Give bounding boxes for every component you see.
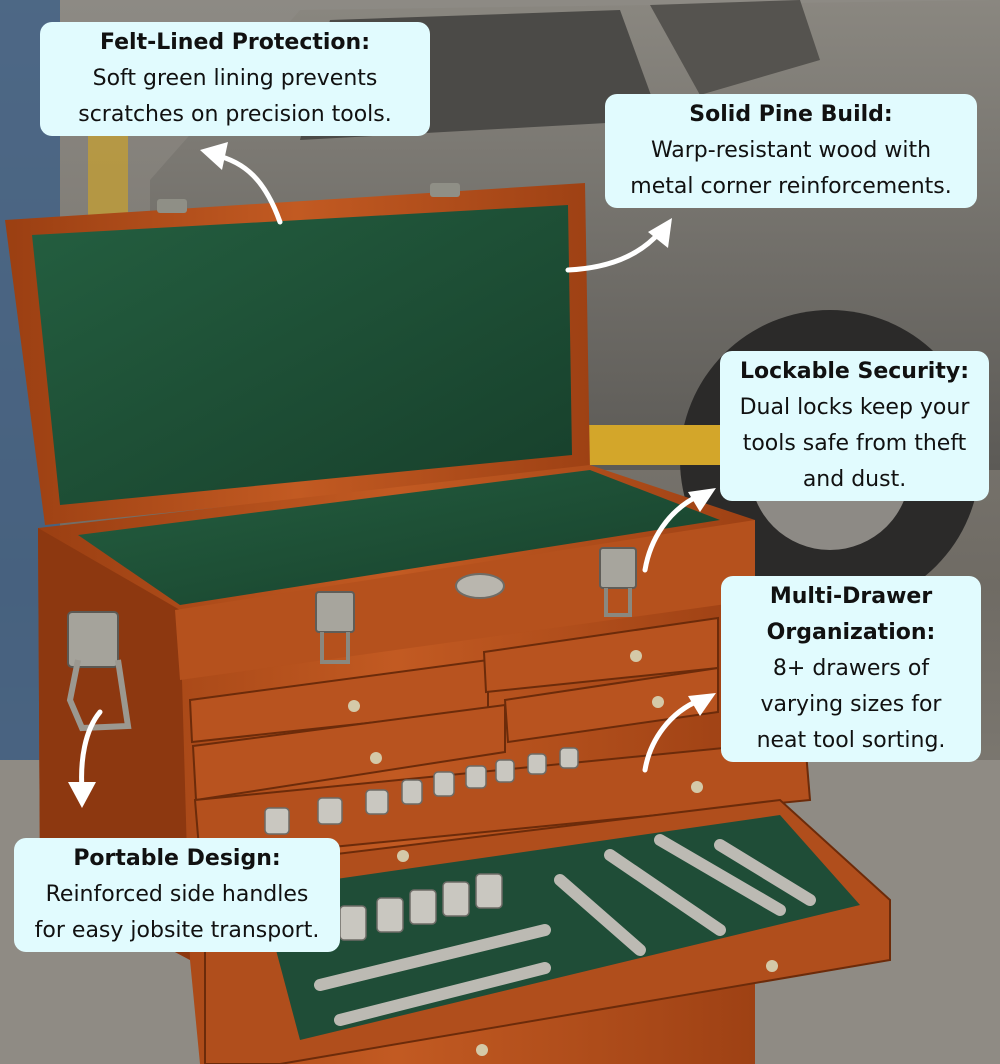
lid-felt-lining (32, 205, 572, 505)
callout-title: Solid Pine Build: (689, 102, 893, 127)
car-lift-arm (585, 425, 725, 465)
latch-right-loop (604, 588, 632, 617)
arrow-portable (68, 709, 103, 808)
drawer-knob (652, 696, 664, 708)
drawer-knob (691, 781, 703, 793)
latch-left-loop (320, 632, 350, 664)
callout-body-line: Reinforced side handles (45, 882, 309, 907)
callout-title: Multi-Drawer (769, 584, 933, 609)
drawer-3 (191, 703, 506, 802)
drawer-knob (766, 960, 778, 972)
callout-body-line: varying sizes for (760, 692, 942, 717)
callout-body-line: Dual locks keep your (739, 395, 970, 420)
callout-body-line: 8+ drawers of (772, 656, 930, 681)
drawer-knob (630, 650, 642, 662)
callout-multi-drawer-organization: Multi-Drawer Organization: 8+ drawers of… (721, 576, 981, 762)
drawer-knob (348, 700, 360, 712)
drawer-knob (370, 752, 382, 764)
arrow-lock (642, 488, 716, 573)
lid-hinge-left (157, 199, 187, 213)
latch-left (315, 591, 355, 633)
callout-title: Portable Design: (73, 846, 281, 871)
arrow-drawer (642, 693, 716, 773)
lid-hinge-right (430, 183, 460, 197)
side-handle-loop (66, 659, 132, 732)
callout-lockable-security: Lockable Security: Dual locks keep your … (720, 351, 989, 501)
callout-body-line: and dust. (802, 467, 907, 492)
callout-title: Lockable Security: (739, 359, 970, 384)
drawer-knob (397, 850, 409, 862)
arrow-pine (565, 218, 672, 273)
brand-badge (455, 573, 505, 599)
socket-set (264, 747, 579, 941)
callout-body-line: metal corner reinforcements. (630, 174, 952, 199)
arrow-felt (200, 142, 283, 225)
callout-felt-lined-protection: Felt-Lined Protection: Soft green lining… (40, 22, 430, 136)
callout-body-line: Soft green lining prevents (92, 66, 378, 91)
drawer-4 (503, 666, 719, 744)
callout-solid-pine-build: Solid Pine Build: Warp-resistant wood wi… (605, 94, 977, 208)
side-handle-plate (67, 611, 119, 668)
callout-title: Felt-Lined Protection: (100, 30, 370, 55)
car-windshield (650, 0, 820, 95)
callout-title: Organization: (766, 620, 936, 645)
drawer-knob (476, 1044, 488, 1056)
callout-body-line: Warp-resistant wood with (650, 138, 932, 163)
tray-felt-lining (78, 470, 720, 605)
callout-body-line: neat tool sorting. (756, 728, 946, 753)
latch-right (599, 547, 637, 589)
callout-body-line: scratches on precision tools. (78, 102, 392, 127)
callout-body-line: for easy jobsite transport. (34, 918, 320, 943)
wrench-set (314, 834, 816, 1026)
callout-portable-design: Portable Design: Reinforced side handles… (14, 838, 340, 952)
callout-body-line: tools safe from theft (742, 431, 967, 456)
